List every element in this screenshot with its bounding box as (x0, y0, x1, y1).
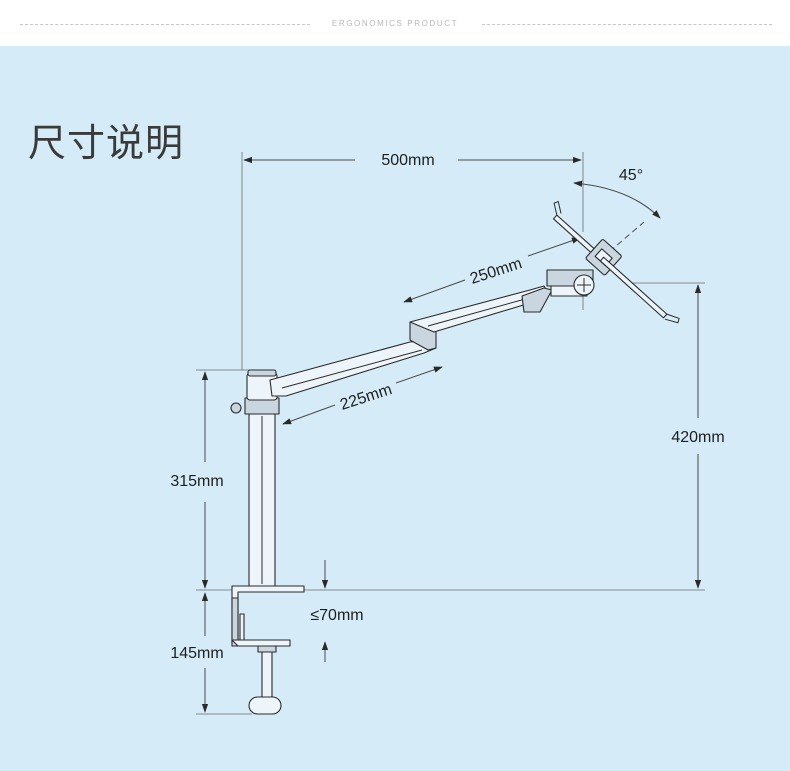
clamp-screw (261, 645, 273, 699)
tray-plate-left (552, 214, 595, 253)
clamp-knob (248, 696, 282, 715)
base-joint-cap (247, 369, 277, 377)
dimension-lines (201, 156, 702, 713)
tray-lip-left (553, 200, 562, 216)
clamp-spacer (239, 613, 245, 641)
brand-text: ERGONOMICS PRODUCT (331, 19, 459, 28)
header-divider-right (482, 24, 772, 25)
monitor-arm-drawing (230, 200, 680, 715)
label-width-500: 500mm (381, 152, 434, 169)
tray-plate-right (599, 256, 668, 319)
clamp-bottom-jaw (231, 639, 291, 647)
header-bar: ERGONOMICS PRODUCT (0, 0, 790, 46)
label-clamp-145: 145mm (170, 645, 223, 662)
label-lower-arm-225: 225mm (338, 381, 394, 414)
label-angle-45: 45° (619, 167, 643, 184)
label-desk-70: ≤70mm (310, 607, 363, 624)
tray-lip-right (664, 313, 680, 324)
label-upper-arm-250: 250mm (468, 255, 524, 288)
label-pole-315: 315mm (170, 473, 223, 490)
diagram-panel (0, 46, 790, 771)
clamp-screw-nut (257, 645, 277, 653)
section-title: 尺寸说明 (28, 121, 185, 165)
height-lock-knob (230, 402, 242, 414)
clamp-plate (231, 597, 239, 647)
header-divider-left (20, 24, 310, 25)
laptop-tray (552, 200, 680, 324)
label-height-420: 420mm (671, 429, 724, 446)
lower-arm (269, 339, 437, 397)
arm-end-joint (521, 287, 553, 313)
